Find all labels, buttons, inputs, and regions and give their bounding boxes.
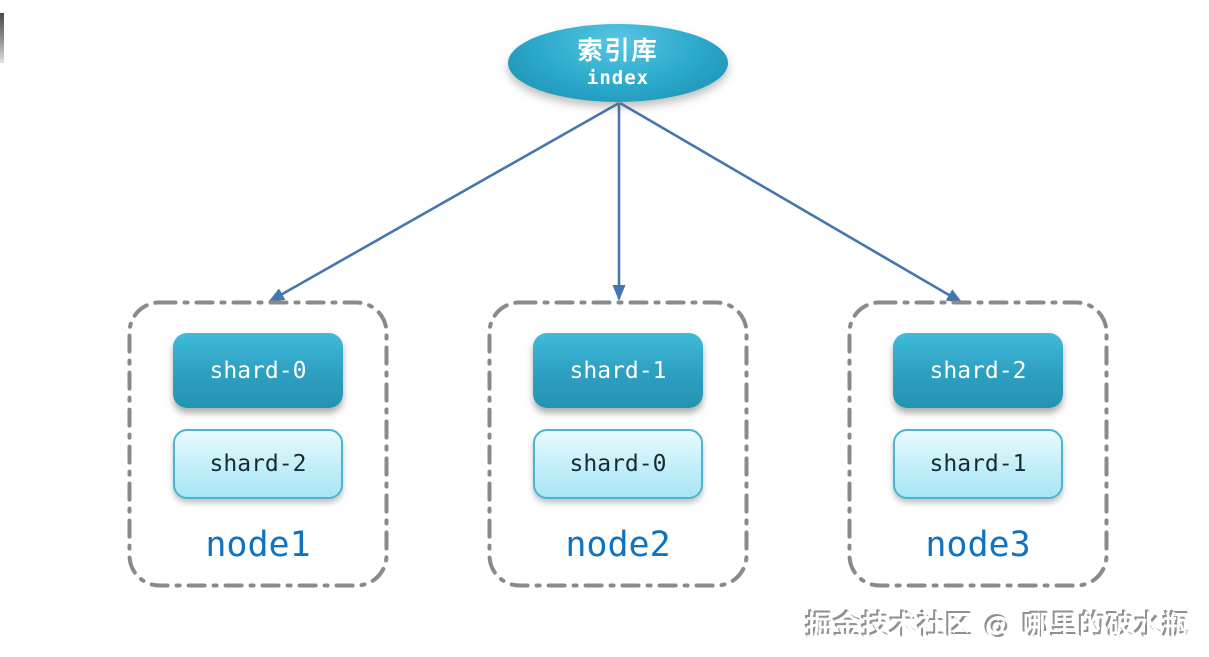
node-name-label: node3 (925, 525, 1031, 565)
replica-shard-label: shard-0 (569, 451, 667, 477)
node-dashed-border (127, 300, 389, 588)
node-dashed-border (487, 300, 749, 588)
primary-shard-box: shard-1 (533, 333, 703, 408)
primary-shard-box: shard-2 (893, 333, 1063, 408)
primary-shard-label: shard-1 (569, 357, 667, 384)
node-container-node1: shard-0 shard-2 node1 (127, 300, 389, 588)
watermark-text: 掘金技术社区 @ 哪里的破水瓶 (806, 611, 1191, 642)
replica-shard-label: shard-1 (929, 451, 1027, 477)
node-container-node3: shard-2 shard-1 node3 (847, 300, 1109, 588)
replica-shard-box: shard-2 (173, 429, 343, 499)
index-root-ellipse: 索引库 index (508, 24, 728, 102)
primary-shard-box: shard-0 (173, 333, 343, 408)
primary-shard-label: shard-0 (209, 357, 307, 384)
screen-edge-artifact (0, 13, 4, 63)
index-title-en: index (586, 66, 650, 89)
replica-shard-label: shard-2 (209, 451, 307, 477)
replica-shard-box: shard-1 (893, 429, 1063, 499)
replica-shard-box: shard-0 (533, 429, 703, 499)
node-container-node2: shard-1 shard-0 node2 (487, 300, 749, 588)
primary-shard-label: shard-2 (929, 357, 1027, 384)
index-title-cn: 索引库 (577, 36, 659, 66)
node-name-label: node2 (565, 525, 671, 565)
node-name-label: node1 (205, 525, 311, 565)
node-dashed-border (847, 300, 1109, 588)
arrow-root-to-node3 (619, 101, 963, 304)
arrow-root-to-node1 (268, 101, 620, 303)
